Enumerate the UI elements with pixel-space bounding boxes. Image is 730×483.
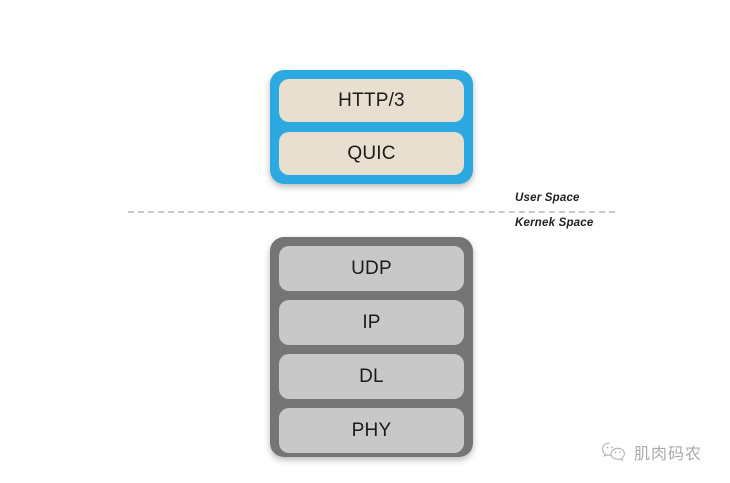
wechat-icon (601, 441, 627, 463)
layer-label: PHY (351, 419, 392, 441)
kernel-space-stack: UDP IP DL PHY (270, 237, 473, 457)
layer-label: QUIC (347, 142, 396, 164)
watermark-text: 肌肉码农 (634, 446, 703, 463)
user-space-label: User Space (515, 192, 580, 204)
layer-ip: IP (279, 300, 464, 345)
layer-http3: HTTP/3 (279, 79, 464, 122)
user-kernel-boundary-line (128, 211, 615, 213)
layer-label: HTTP/3 (338, 89, 405, 111)
layer-label: DL (359, 365, 384, 387)
user-space-stack: HTTP/3 QUIC (270, 70, 473, 184)
layer-label: UDP (351, 257, 392, 279)
kernel-space-label: Kernek Space (515, 217, 594, 229)
layer-label: IP (362, 311, 381, 333)
layer-udp: UDP (279, 246, 464, 291)
watermark: 肌肉码农 (601, 440, 702, 464)
layer-dl: DL (279, 354, 464, 399)
layer-phy: PHY (279, 408, 464, 453)
layer-quic: QUIC (279, 132, 464, 175)
